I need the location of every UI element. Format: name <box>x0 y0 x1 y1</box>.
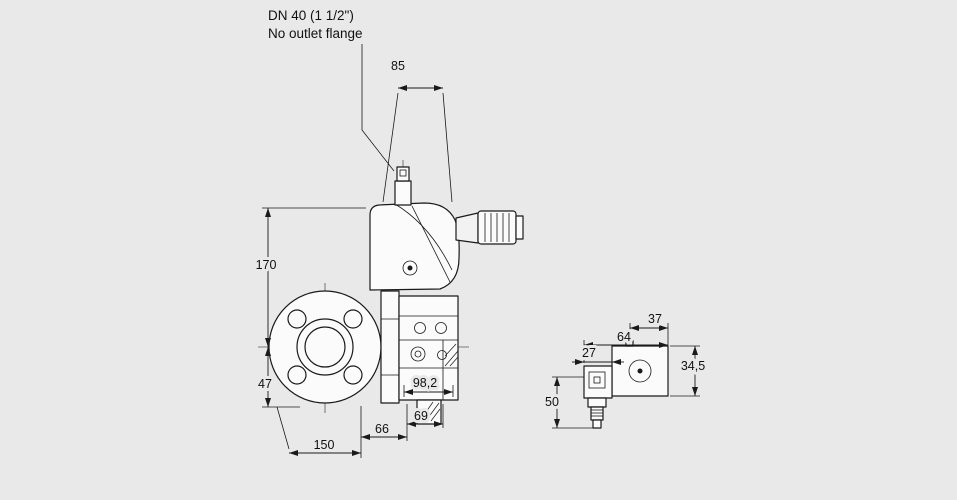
cable-gland <box>455 210 524 245</box>
dim-label-37: 37 <box>648 312 662 326</box>
dim-label-top-width: 85 <box>391 59 405 73</box>
dim-label-height-lower: 47 <box>258 377 272 391</box>
dimension-64: 64 <box>583 327 668 363</box>
flange-side-view <box>380 290 400 404</box>
dim-label-66: 66 <box>375 422 389 436</box>
title-leader-line <box>361 44 395 172</box>
dim-label-50: 50 <box>545 395 559 409</box>
dim-label-64: 64 <box>617 330 631 344</box>
drawing-subtitle: No outlet flange <box>268 26 363 41</box>
dimension-50: 50 <box>542 376 596 429</box>
dimension-150: 150 <box>276 406 362 458</box>
actuator-housing <box>369 202 460 291</box>
dimension-98-2: 98,2 <box>403 373 454 397</box>
dim-label-height-upper: 170 <box>256 258 277 272</box>
valve-body-side-view <box>398 295 459 425</box>
dim-label-34-5: 34,5 <box>681 359 705 373</box>
title-block: DN 40 (1 1/2") No outlet flange <box>268 8 395 172</box>
solenoid-side-view <box>583 339 669 429</box>
adjustment-knob <box>394 166 412 206</box>
plug-cable-gland <box>587 397 607 429</box>
dimension-85: 85 <box>382 56 453 203</box>
dimension-34-5: 34,5 <box>670 345 708 397</box>
dim-label-27: 27 <box>582 346 596 360</box>
dimension-170: 170 <box>253 207 366 347</box>
dimension-66: 66 <box>361 404 408 441</box>
dim-label-flange-diameter: 150 <box>314 438 335 452</box>
dimension-47: 47 <box>255 347 300 408</box>
mounting-foot <box>416 399 442 425</box>
dimension-69: 69 <box>407 404 444 428</box>
dim-label-depth: 98,2 <box>413 376 437 390</box>
dimension-27: 27 <box>572 343 624 365</box>
section-hatching <box>444 343 459 367</box>
dimension-37: 37 <box>629 309 669 346</box>
dim-label-69: 69 <box>414 409 428 423</box>
din-plug-connector <box>583 365 613 399</box>
drawing-title: DN 40 (1 1/2") <box>268 8 354 23</box>
flange-front-view <box>268 290 382 404</box>
